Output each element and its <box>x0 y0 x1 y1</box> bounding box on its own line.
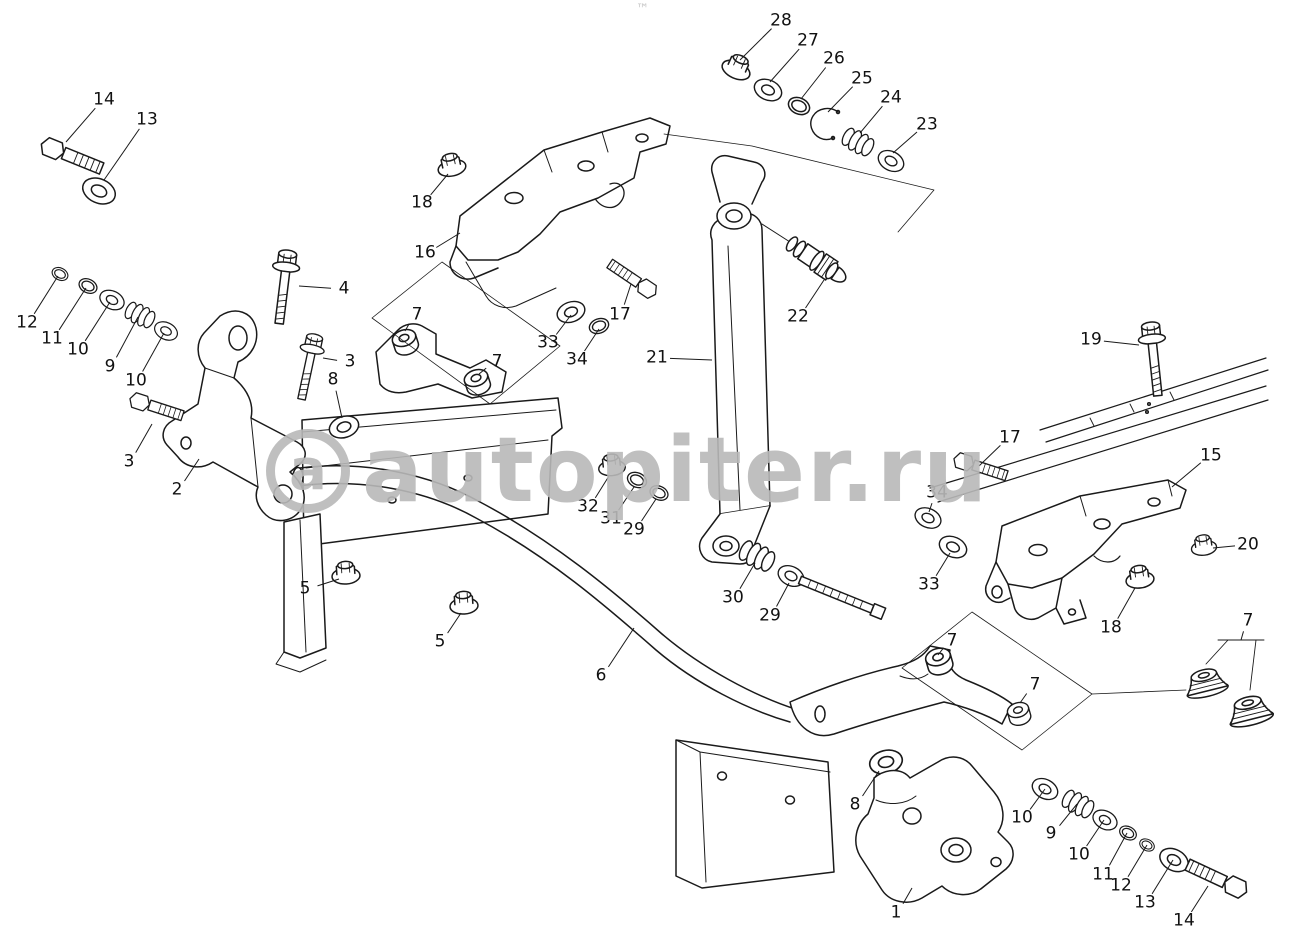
callout-33[interactable]: 33 <box>537 332 559 353</box>
callout-19[interactable]: 19 <box>1080 329 1102 350</box>
part-arm-lower <box>789 611 1187 751</box>
callout-30[interactable]: 30 <box>722 587 744 608</box>
callout-24[interactable]: 24 <box>880 87 902 108</box>
callout-17[interactable]: 17 <box>999 427 1021 448</box>
callout-10[interactable]: 10 <box>125 370 147 391</box>
callout-14[interactable]: 14 <box>93 89 115 110</box>
callout-23[interactable]: 23 <box>916 114 938 135</box>
part-6-stabilizer-bar <box>292 465 799 723</box>
callout-10[interactable]: 10 <box>67 339 89 360</box>
watermark-tm: ™ <box>636 2 649 17</box>
callout-29[interactable]: 29 <box>623 519 645 540</box>
callout-27[interactable]: 27 <box>797 30 819 51</box>
part-19-bolt <box>1135 319 1173 415</box>
callout-21[interactable]: 21 <box>646 347 668 368</box>
stud-lower <box>797 575 887 621</box>
callout-7[interactable]: 7 <box>411 304 423 325</box>
callout-22[interactable]: 22 <box>787 306 809 327</box>
part-16-bracket <box>449 117 671 309</box>
callout-18[interactable]: 18 <box>1100 617 1122 638</box>
callout-26[interactable]: 26 <box>823 48 845 69</box>
callout-13[interactable]: 13 <box>1134 892 1156 913</box>
callout-10[interactable]: 10 <box>1011 807 1033 828</box>
callout-33[interactable]: 33 <box>918 574 940 595</box>
callout-10[interactable]: 10 <box>1068 844 1090 865</box>
callout-31[interactable]: 31 <box>600 508 622 529</box>
callout-7[interactable]: 7 <box>1242 610 1254 631</box>
callout-5[interactable]: 5 <box>434 631 446 652</box>
callout-11[interactable]: 11 <box>41 328 63 349</box>
callout-8[interactable]: 8 <box>327 369 339 390</box>
callout-28[interactable]: 28 <box>770 10 792 31</box>
callout-9[interactable]: 9 <box>104 356 116 377</box>
frame-cross-member <box>275 397 563 673</box>
frame-bracket-lower <box>675 739 835 889</box>
callout-15[interactable]: 15 <box>1200 445 1222 466</box>
part-22-bolt <box>761 223 847 283</box>
part-21-link <box>698 154 771 565</box>
callout-11[interactable]: 11 <box>1092 864 1114 885</box>
callout-7[interactable]: 7 <box>946 630 958 651</box>
callout-17[interactable]: 17 <box>609 304 631 325</box>
callout-5[interactable]: 5 <box>299 578 311 599</box>
callout-14[interactable]: 14 <box>1173 910 1195 931</box>
part-15-bracket <box>984 479 1187 625</box>
callout-12[interactable]: 12 <box>16 312 38 333</box>
callout-20[interactable]: 20 <box>1237 534 1259 555</box>
callout-34[interactable]: 34 <box>926 482 948 503</box>
callout-6[interactable]: 6 <box>595 665 607 686</box>
callout-7[interactable]: 7 <box>1029 674 1041 695</box>
callout-16[interactable]: 16 <box>414 242 436 263</box>
callout-12[interactable]: 12 <box>1110 875 1132 896</box>
callout-32[interactable]: 32 <box>577 496 599 517</box>
callout-3[interactable]: 3 <box>123 451 135 472</box>
callout-13[interactable]: 13 <box>136 109 158 130</box>
callout-25[interactable]: 25 <box>851 68 873 89</box>
callout-18[interactable]: 18 <box>411 192 433 213</box>
part-1-knuckle-bracket <box>855 756 1014 903</box>
callout-7[interactable]: 7 <box>491 351 503 372</box>
callout-3[interactable]: 3 <box>344 351 356 372</box>
callout-4[interactable]: 4 <box>338 278 350 299</box>
callout-2[interactable]: 2 <box>171 479 183 500</box>
callout-1[interactable]: 1 <box>890 902 902 923</box>
callout-9[interactable]: 9 <box>1045 823 1057 844</box>
callout-34[interactable]: 34 <box>566 349 588 370</box>
callout-8[interactable]: 8 <box>849 794 861 815</box>
callout-29[interactable]: 29 <box>759 605 781 626</box>
